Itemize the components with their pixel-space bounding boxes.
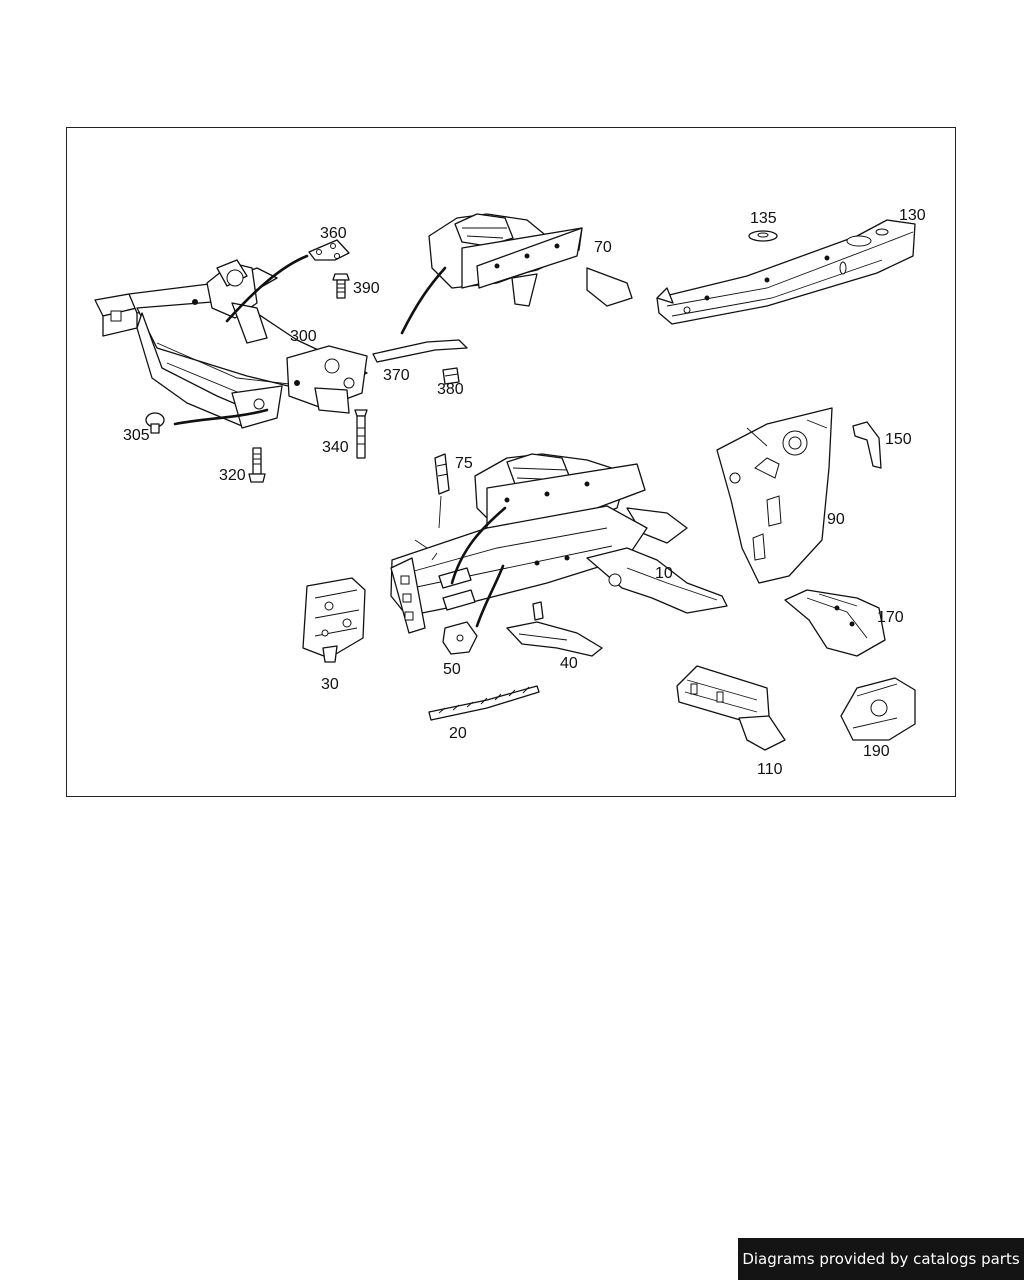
label-170: 170 xyxy=(877,609,904,626)
part-50-bracket[interactable] xyxy=(442,621,478,655)
credit-banner: Diagrams provided by catalogs parts xyxy=(738,1238,1024,1280)
part-170-reinforcement[interactable] xyxy=(784,589,886,657)
part-305-cap[interactable] xyxy=(145,412,165,434)
label-190: 190 xyxy=(863,743,890,760)
part-370-strip[interactable] xyxy=(372,339,468,363)
part-360-mount-plate[interactable] xyxy=(308,239,350,261)
label-340: 340 xyxy=(322,439,349,456)
label-390: 390 xyxy=(353,280,380,297)
part-75-bracket[interactable] xyxy=(434,453,450,529)
label-30: 30 xyxy=(321,676,339,693)
label-130: 130 xyxy=(899,207,926,224)
label-75: 75 xyxy=(455,455,473,472)
part-130-side-member[interactable] xyxy=(656,219,916,325)
label-300: 300 xyxy=(290,328,317,345)
part-40-bracket[interactable] xyxy=(506,621,603,657)
label-90: 90 xyxy=(827,511,845,528)
part-300-subframe[interactable] xyxy=(94,254,368,429)
label-305: 305 xyxy=(123,427,150,444)
part-30-plate[interactable] xyxy=(302,577,366,663)
label-10: 10 xyxy=(655,565,673,582)
part-70-wheelhouse[interactable] xyxy=(400,213,633,335)
part-380-clip[interactable] xyxy=(442,367,460,385)
label-40: 40 xyxy=(560,655,578,672)
label-20: 20 xyxy=(449,725,467,742)
part-110-box-member[interactable] xyxy=(676,665,786,751)
part-150-bracket[interactable] xyxy=(852,421,882,469)
label-320: 320 xyxy=(219,467,246,484)
part-135-grommet[interactable] xyxy=(748,230,778,242)
label-50: 50 xyxy=(443,661,461,678)
part-20-rail[interactable] xyxy=(428,685,540,721)
part-340-bolt[interactable] xyxy=(354,409,368,459)
label-150: 150 xyxy=(885,431,912,448)
diagram-frame: 10 20 30 40 50 70 75 90 110 130 135 150 … xyxy=(66,127,956,797)
label-360: 360 xyxy=(320,225,347,242)
label-135: 135 xyxy=(750,210,777,227)
label-380: 380 xyxy=(437,381,464,398)
part-190-end-panel[interactable] xyxy=(840,677,916,741)
part-390-bolt[interactable] xyxy=(332,273,350,299)
part-320-bolt[interactable] xyxy=(248,447,266,483)
label-370: 370 xyxy=(383,367,410,384)
label-110: 110 xyxy=(757,761,783,778)
label-70: 70 xyxy=(594,239,612,256)
part-90-arch-panel[interactable] xyxy=(716,407,833,584)
part-10-side-frame[interactable] xyxy=(390,453,728,634)
parts-diagram: 10 20 30 40 50 70 75 90 110 130 135 150 … xyxy=(94,207,926,778)
